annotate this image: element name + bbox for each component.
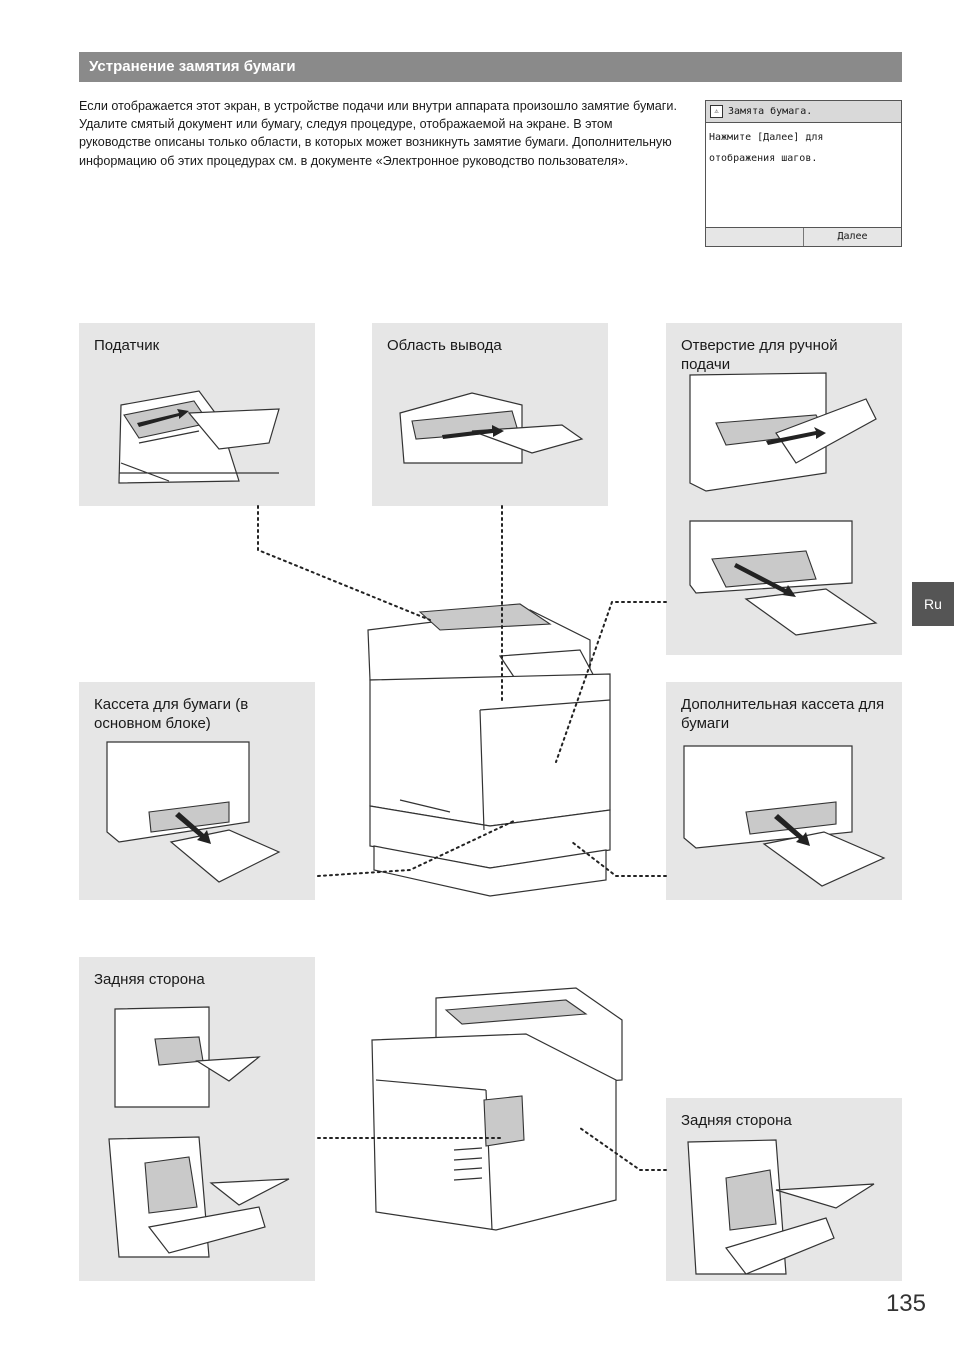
panel-cassette-main: Кассета для бумаги (в основном блоке) (79, 682, 315, 900)
next-button[interactable]: Далее (837, 231, 868, 242)
page-number: 135 (885, 1290, 926, 1317)
panel-rear-left: Задняя сторона (79, 957, 315, 1281)
printer-rear-illustration (371, 987, 623, 1231)
panel-label-feeder: Податчик (94, 337, 160, 354)
language-tab: Ru (912, 582, 954, 626)
panel-rear-right: Задняя сторона (666, 1098, 902, 1281)
panel-output: Область вывода (372, 323, 608, 506)
cassette-main-illustration (106, 741, 281, 883)
cassette-optional-illustration (683, 745, 886, 887)
lcd-blank-key (706, 228, 804, 246)
panel-label-cassette-main: Кассета для бумаги (в основном блоке) (94, 696, 249, 732)
manual-feed-illustration (689, 372, 878, 636)
intro-paragraph: Если отображается этот экран, в устройст… (79, 99, 677, 168)
panel-label-rear-right: Задняя сторона (681, 1112, 792, 1129)
panel-feeder: Податчик (79, 323, 315, 506)
feeder-illustration (118, 390, 280, 484)
rear-right-illustration (687, 1139, 875, 1275)
panel-label-output: Область вывода (387, 337, 502, 354)
printer-front-illustration (367, 603, 611, 897)
panel-label-rear-left: Задняя сторона (94, 971, 205, 988)
warning-icon: ⚠ (710, 105, 723, 118)
lcd-title-bar: ⚠ Замята бумага. (706, 101, 901, 123)
section-title: Устранение замятия бумаги (79, 52, 902, 82)
lcd-screen: ⚠ Замята бумага. Нажмите [Далее] для ото… (705, 100, 902, 247)
panel-label-manual-feed: Отверстие для ручной подачи (681, 337, 838, 373)
panel-manual-feed: Отверстие для ручной подачи (666, 323, 902, 655)
output-illustration (399, 392, 584, 464)
lcd-footer: Далее (706, 227, 901, 246)
panel-cassette-optional: Дополнительная кассета для бумаги (666, 682, 902, 900)
panel-label-cassette-optional: Дополнительная кассета для бумаги (681, 696, 885, 732)
lcd-message: Нажмите [Далее] для отображения шагов. (709, 132, 824, 164)
rear-left-illustration (108, 1006, 290, 1258)
lcd-title: Замята бумага. (728, 106, 813, 117)
